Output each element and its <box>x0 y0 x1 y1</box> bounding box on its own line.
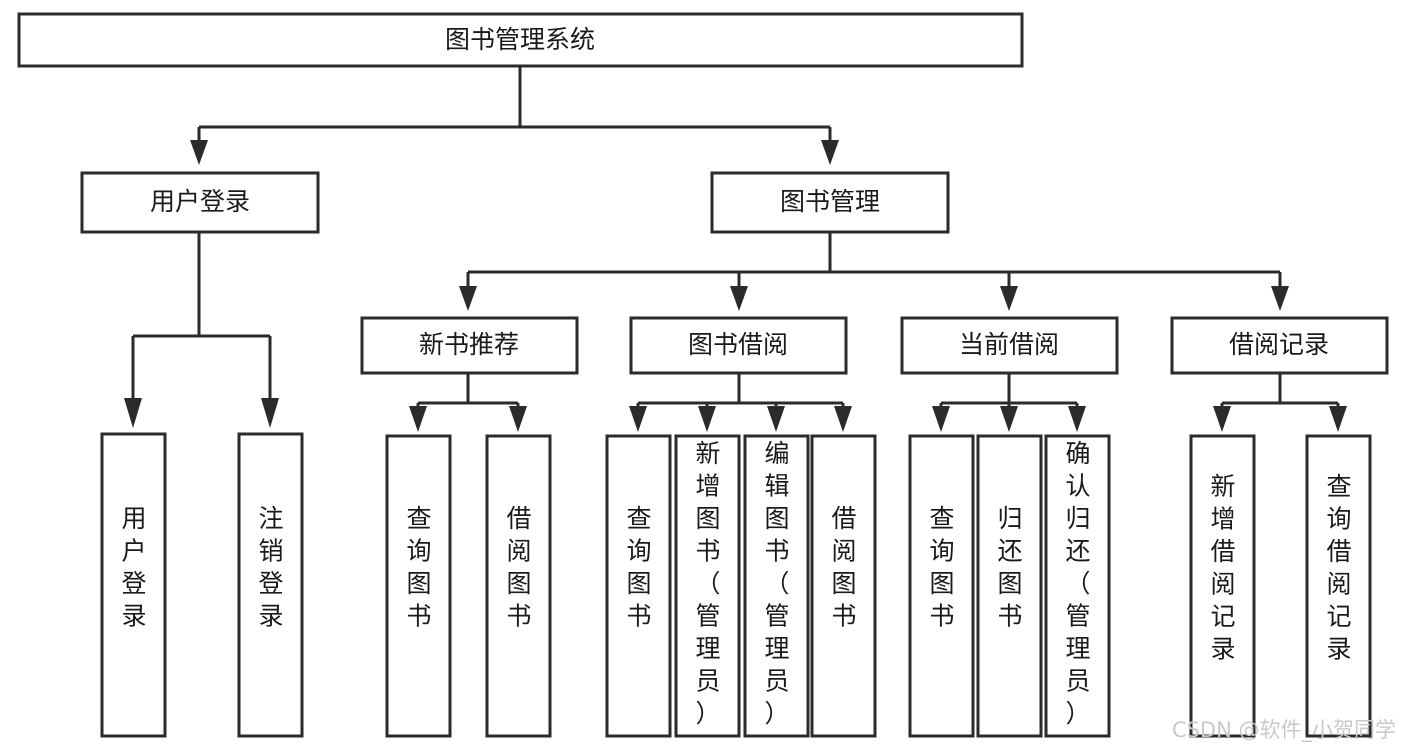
node-root[interactable]: 图书管理系统 <box>17 12 1024 68</box>
leaf-borrow-book-2-label: 借阅图书 <box>831 504 856 631</box>
leaf-borrow-book-1[interactable]: 借阅图书 <box>485 434 552 738</box>
leaf-borrow-book-1-box[interactable] <box>485 434 552 738</box>
arrow-head-leaf-add-book <box>698 406 716 432</box>
node-book-borrow[interactable]: 图书借阅 <box>629 316 848 375</box>
leaf-edit-book-label: 编辑图书（管理员） <box>764 439 789 728</box>
leaf-confirm-return-box[interactable] <box>1044 434 1111 738</box>
leaf-query-record-box[interactable] <box>1305 434 1372 738</box>
node-user-login-label: 用户登录 <box>150 187 250 216</box>
arrow-head-leaf-confirm-return <box>1068 406 1086 432</box>
leaf-confirm-return-label: 确认归还（管理员） <box>1065 439 1090 728</box>
node-root-label: 图书管理系统 <box>445 25 595 54</box>
connector-group-current-borrow <box>932 374 1086 432</box>
leaf-borrow-book-1-label: 借阅图书 <box>506 504 531 631</box>
connector-group-user-login <box>124 233 279 428</box>
leaf-add-book-label: 新增图书（管理员） <box>695 439 720 728</box>
leaf-return-book-label: 归还图书 <box>997 504 1022 631</box>
connector-group-book-manage <box>459 233 1289 311</box>
arrow-head-leaf-edit-book <box>767 406 785 432</box>
node-borrow-record[interactable]: 借阅记录 <box>1170 316 1389 375</box>
leaf-add-book[interactable]: 新增图书（管理员） <box>674 434 741 738</box>
node-book-manage-label: 图书管理 <box>780 187 880 216</box>
leaf-query-book-3-box[interactable] <box>908 434 975 738</box>
leaf-add-record[interactable]: 新增借阅记录 <box>1189 434 1256 738</box>
leaf-edit-book[interactable]: 编辑图书（管理员） <box>743 434 810 738</box>
leaf-return-book-box[interactable] <box>976 434 1043 738</box>
node-new-book-recommend-box[interactable] <box>360 316 579 375</box>
connector-group-book-borrow <box>629 374 852 432</box>
node-book-borrow-box[interactable] <box>629 316 848 375</box>
arrow-head-book-borrow <box>730 286 748 311</box>
watermark-text: CSDN @软件_小贺同学 <box>1172 718 1396 743</box>
leaf-confirm-return[interactable]: 确认归还（管理员） <box>1044 434 1111 738</box>
leaf-add-record-label: 新增借阅记录 <box>1210 472 1235 664</box>
leaf-query-book-1-label: 查询图书 <box>406 504 431 631</box>
node-current-borrow-label: 当前借阅 <box>959 330 1059 359</box>
arrow-head-leaf-query-book-2 <box>629 406 647 432</box>
leaf-query-record-label: 查询借阅记录 <box>1326 472 1351 664</box>
leaf-user-login-label: 用户登录 <box>121 504 146 631</box>
connector-group-root <box>190 66 839 165</box>
arrow-head-leaf-user-login <box>124 398 142 428</box>
arrow-head-leaf-borrow-book-1 <box>509 406 527 432</box>
leaf-add-record-box[interactable] <box>1189 434 1256 738</box>
node-current-borrow-box[interactable] <box>900 316 1119 375</box>
leaf-query-record[interactable]: 查询借阅记录 <box>1305 434 1372 738</box>
node-new-book-recommend[interactable]: 新书推荐 <box>360 316 579 375</box>
node-current-borrow[interactable]: 当前借阅 <box>900 316 1119 375</box>
node-user-login[interactable]: 用户登录 <box>80 171 320 234</box>
leaf-borrow-book-2-box[interactable] <box>810 434 877 738</box>
node-user-login-box[interactable] <box>80 171 320 234</box>
arrow-head-leaf-query-book-3 <box>932 406 950 432</box>
arrow-head-leaf-add-record <box>1213 406 1231 432</box>
leaf-return-book[interactable]: 归还图书 <box>976 434 1043 738</box>
node-borrow-record-box[interactable] <box>1170 316 1389 375</box>
node-book-manage-box[interactable] <box>710 171 950 234</box>
arrow-head-current-borrow <box>1000 286 1018 311</box>
node-root-box[interactable] <box>17 12 1024 68</box>
leaf-user-logout[interactable]: 注销登录 <box>237 432 304 738</box>
connector-group-borrow-record <box>1213 374 1347 432</box>
arrow-head-leaf-user-logout <box>261 398 279 428</box>
arrow-head-leaf-borrow-book-2 <box>834 406 852 432</box>
node-book-borrow-label: 图书借阅 <box>688 330 788 359</box>
node-book-manage[interactable]: 图书管理 <box>710 171 950 234</box>
leaf-user-login[interactable]: 用户登录 <box>100 432 167 738</box>
leaf-query-book-1[interactable]: 查询图书 <box>385 434 452 738</box>
leaf-query-book-2-box[interactable] <box>605 434 672 738</box>
leaf-borrow-book-2[interactable]: 借阅图书 <box>810 434 877 738</box>
node-new-book-recommend-label: 新书推荐 <box>419 330 519 359</box>
leaf-query-book-2[interactable]: 查询图书 <box>605 434 672 738</box>
leaf-user-login-box[interactable] <box>100 432 167 738</box>
leaf-query-book-3-label: 查询图书 <box>929 504 954 631</box>
leaf-user-logout-box[interactable] <box>237 432 304 738</box>
arrow-head-new-book-recommend <box>459 286 477 311</box>
arrow-head-borrow-record <box>1271 286 1289 311</box>
arrow-head-leaf-return-book <box>1000 406 1018 432</box>
leaf-query-book-1-box[interactable] <box>385 434 452 738</box>
arrow-head-user-login <box>190 140 208 165</box>
leaf-query-book-2-label: 查询图书 <box>626 504 651 631</box>
node-borrow-record-label: 借阅记录 <box>1229 330 1329 359</box>
arrow-head-book-manage <box>821 140 839 165</box>
leaf-query-book-3[interactable]: 查询图书 <box>908 434 975 738</box>
leaf-user-logout-label: 注销登录 <box>258 504 283 631</box>
leaf-edit-book-box[interactable] <box>743 434 810 738</box>
arrow-head-leaf-query-record <box>1329 406 1347 432</box>
arrow-head-leaf-query-book-1 <box>409 406 427 432</box>
leaf-add-book-box[interactable] <box>674 434 741 738</box>
connector-group-new-book-recommend <box>409 374 527 432</box>
